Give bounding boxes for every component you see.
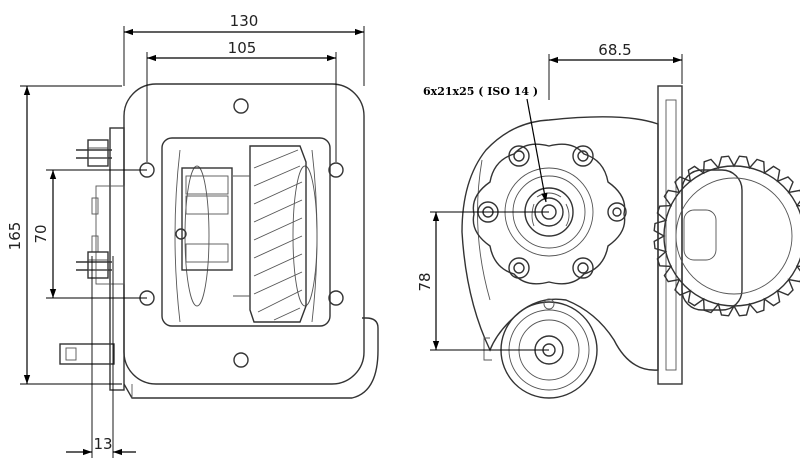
housing-lower-lobe (123, 317, 379, 399)
output-shaft-stub (59, 343, 115, 365)
helical-gear (249, 145, 307, 323)
spline-leader-line (526, 98, 548, 203)
mounting-flange (109, 127, 125, 391)
bolt-hole-right-lower (328, 290, 344, 306)
right-view (461, 85, 800, 399)
flange-bolt-bottom-left (508, 257, 530, 279)
left-view (59, 83, 379, 399)
bolt-hole-bottom (233, 352, 249, 368)
right-view-dimensions: 68.5 78 6x21x25 ( ISO 14 ) (416, 41, 683, 351)
bolt-hole-top (233, 98, 249, 114)
bolt-hole-right-upper (328, 162, 344, 178)
dim-shaft-projection: 13 (93, 435, 112, 453)
left-view-dimensions: 130 105 165 70 13 (6, 12, 365, 458)
gear-teeth (653, 155, 800, 317)
dim-overall-height: 165 (6, 222, 24, 251)
end-housing (461, 116, 659, 371)
stud-nut-upper (76, 139, 112, 167)
side-gear (653, 155, 800, 317)
dim-shaft-center-distance: 78 (416, 272, 434, 291)
flower-flange (472, 143, 626, 285)
housing-body (123, 83, 365, 385)
stud-nut-lower (76, 251, 112, 279)
flange-bolt-top-left (508, 145, 530, 167)
flange-bolt-right (607, 202, 627, 222)
inner-boss (161, 137, 331, 327)
flange-bolt-top-right (572, 145, 594, 167)
dim-overall-width: 130 (230, 12, 259, 30)
input-shaft (181, 167, 233, 271)
dim-bolt-spacing-width: 105 (228, 39, 257, 57)
flange-bolt-bottom-right (572, 257, 594, 279)
pump-body (681, 169, 743, 311)
dim-output-offset: 68.5 (598, 41, 631, 59)
shaft-pin-hole (175, 228, 187, 240)
dim-flange-bolt-spacing: 70 (32, 224, 50, 243)
spline-spec-label: 6x21x25 ( ISO 14 ) (423, 85, 538, 98)
